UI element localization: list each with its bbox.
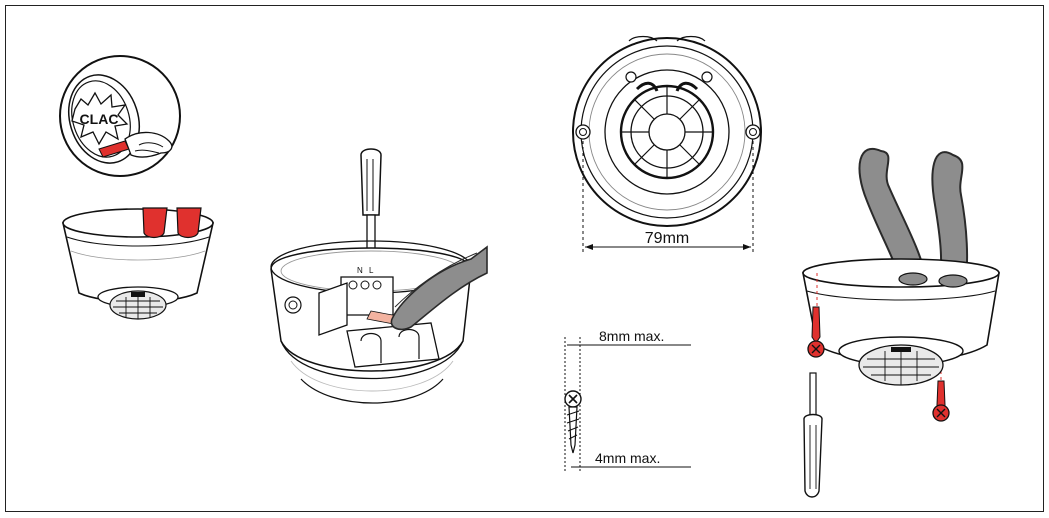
terminal-n-label: N xyxy=(357,266,363,275)
installation-diagram: CLAC xyxy=(59,35,1000,498)
clac-label: CLAC xyxy=(80,111,119,127)
clac-burst-icon xyxy=(71,91,129,146)
ceiling-mount-illustration xyxy=(802,148,1000,498)
diameter-label: 79mm xyxy=(645,230,689,247)
screw-dimensions: 8mm max. 4mm max. xyxy=(564,328,691,471)
red-clip-right xyxy=(176,207,202,239)
top-view-detector: 79mm xyxy=(572,35,762,253)
screw-icon xyxy=(564,390,582,454)
screwdriver-icon xyxy=(360,148,382,276)
installation-diagram-frame: CLAC xyxy=(5,5,1044,512)
screw-shank-max-label: 4mm max. xyxy=(595,450,660,466)
wiring-illustration: N L xyxy=(270,148,488,404)
cable-grey xyxy=(390,245,488,331)
screwdriver-icon xyxy=(803,372,823,498)
clac-callout: CLAC xyxy=(59,55,181,177)
screw-head-max-label: 8mm max. xyxy=(599,328,664,344)
red-clip-left xyxy=(142,207,168,239)
terminal-l-label: L xyxy=(369,266,374,275)
red-screw-left-icon xyxy=(807,306,825,358)
red-screw-right-icon xyxy=(932,380,950,422)
detector-side-view xyxy=(61,207,215,320)
